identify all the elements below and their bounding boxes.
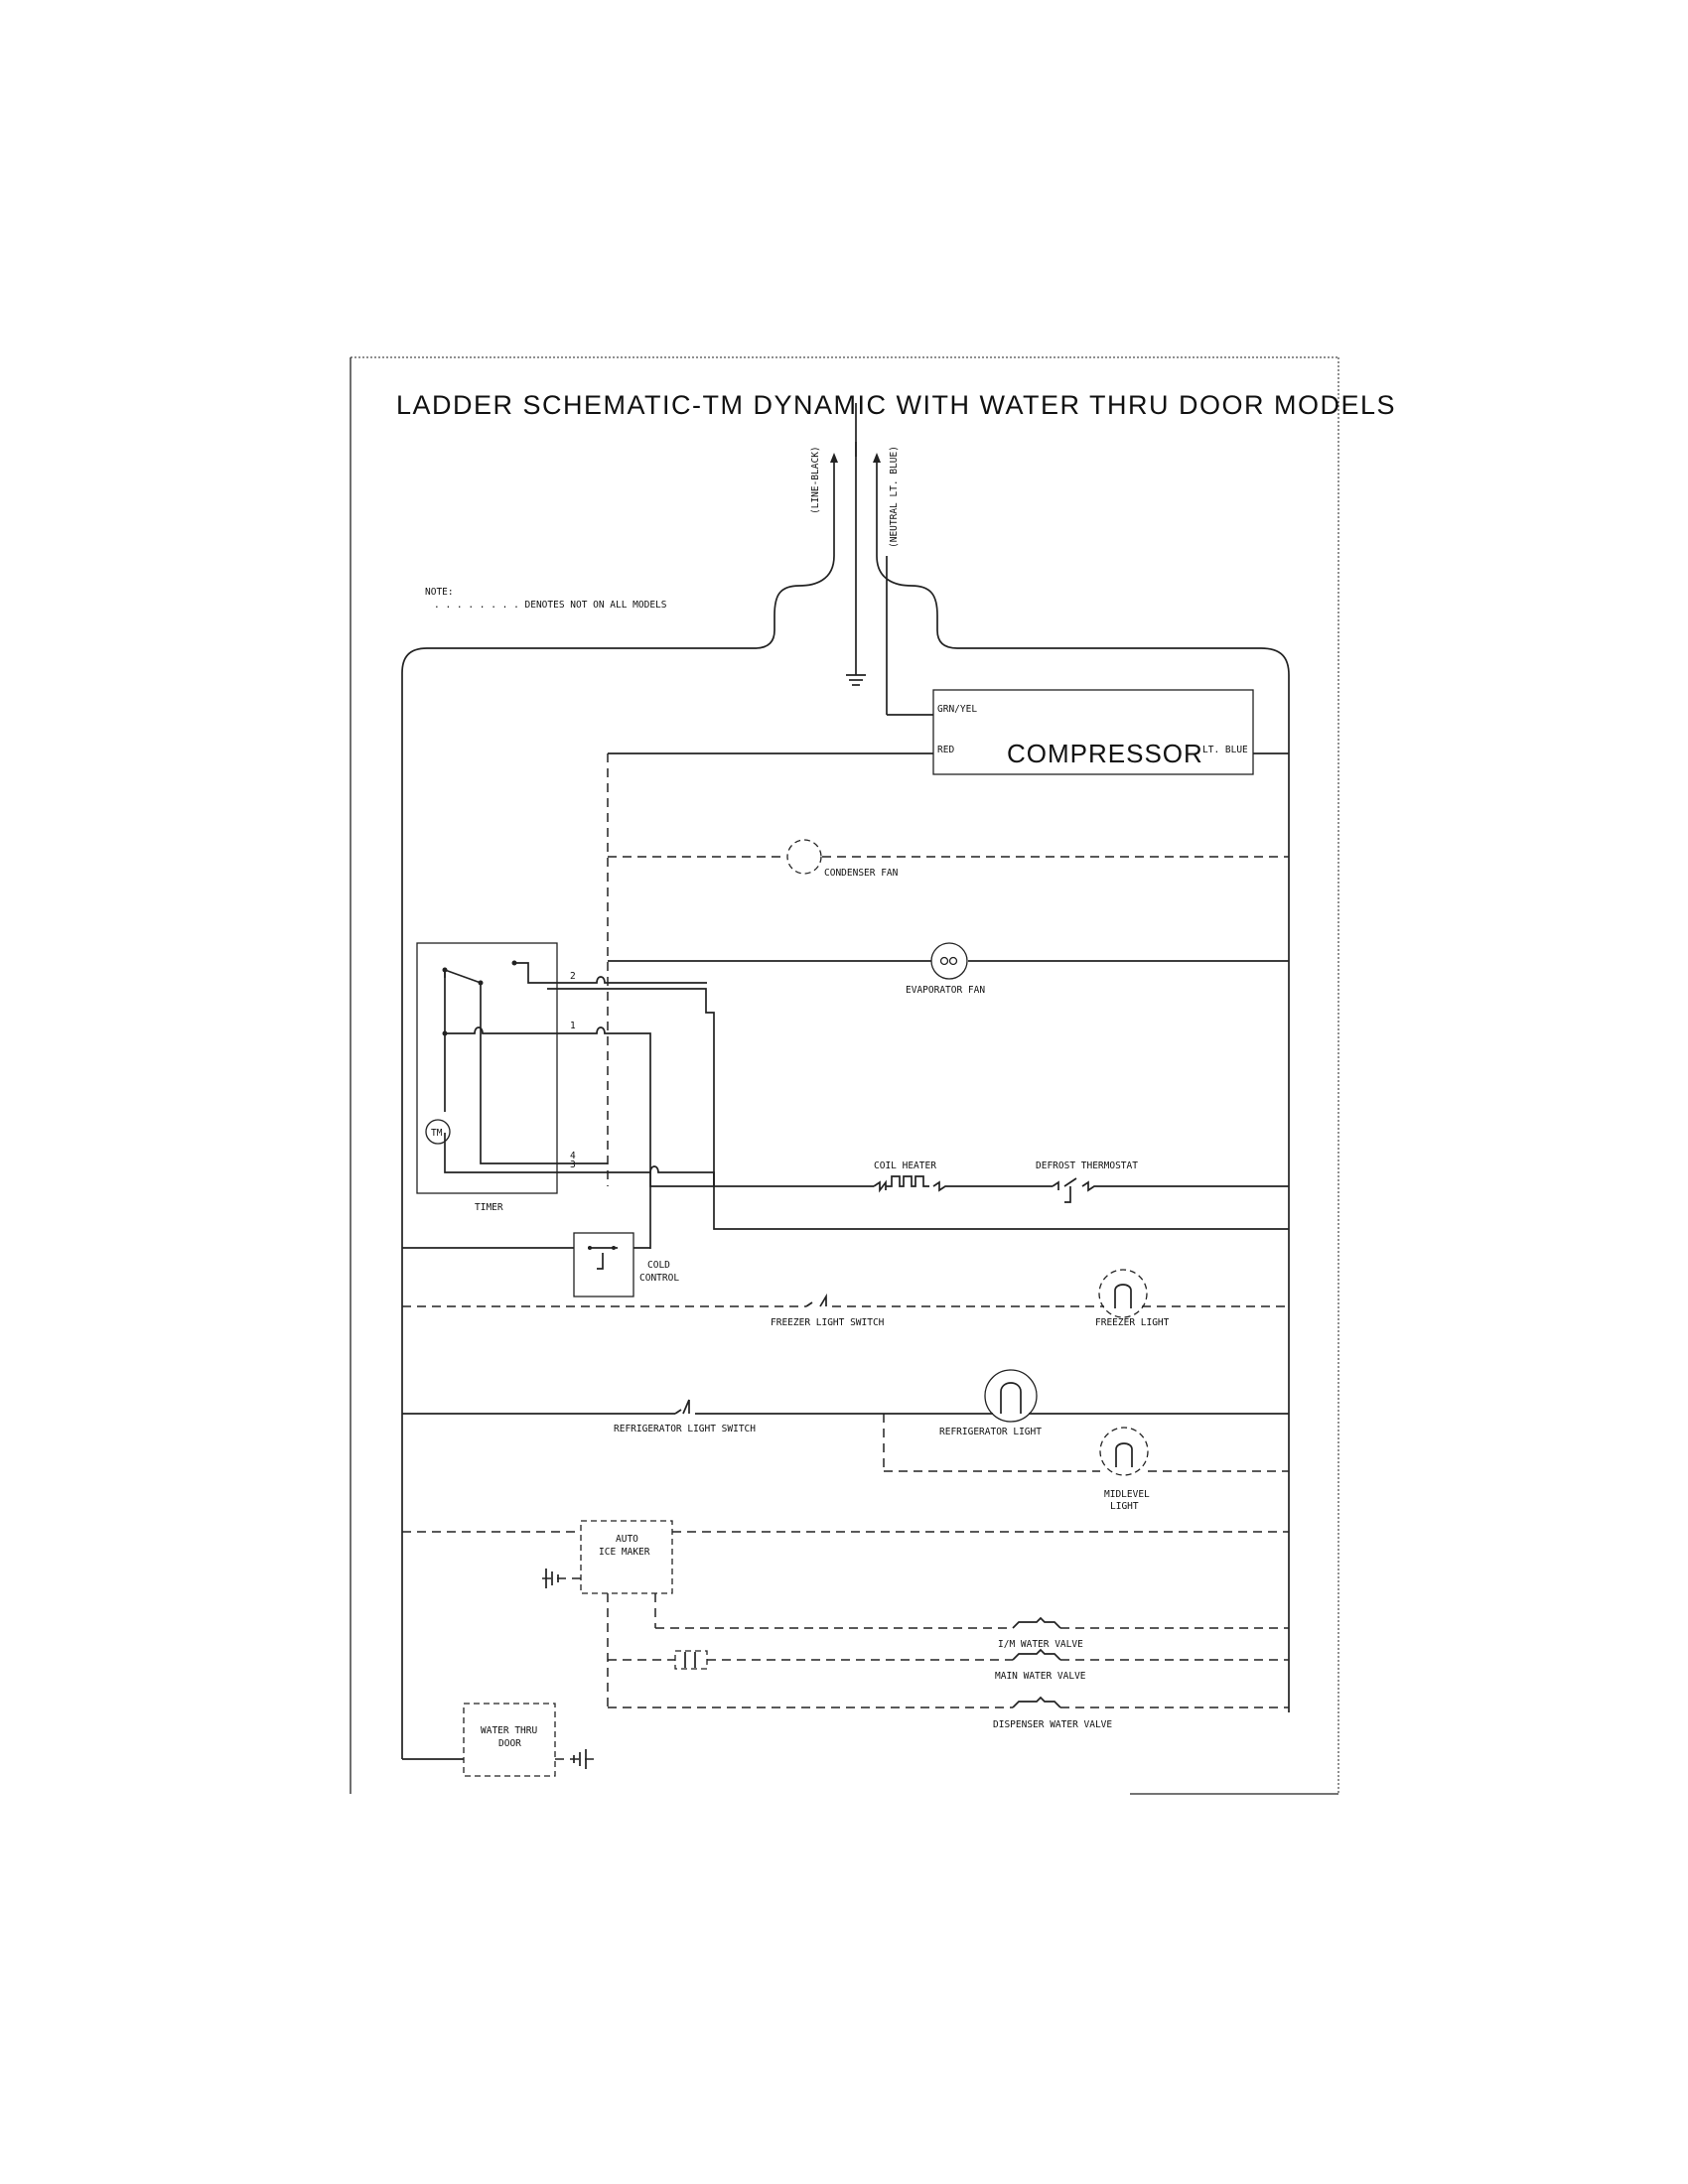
compressor: COMPRESSOR GRN/YEL RED LT. BLUE [608,689,1289,775]
evaporator-fan-icon [930,942,968,980]
neutral-label: (NEUTRAL LT. BLUE) [889,446,900,548]
main-rails [401,459,1290,1759]
note-text: . . . . . . . . DENOTES NOT ON ALL MODEL… [434,600,667,611]
defrost-thermostat-label: DEFROST THERMOSTAT [1036,1160,1138,1171]
condenser-fan-label: CONDENSER FAN [824,868,899,879]
freezer-light-rung: FREEZER LIGHT SWITCH FREEZER LIGHT [402,1269,1289,1328]
refrigerator-light-switch-label: REFRIGERATOR LIGHT SWITCH [614,1424,756,1434]
schematic-title: LADDER SCHEMATIC-TM DYNAMIC WITH WATER T… [396,390,1396,420]
ground-wire-label: GRN/YEL [937,704,977,715]
water-thru-door-box [463,1703,556,1777]
water-thru-door-label-2: DOOR [498,1738,521,1749]
water-thru-door-label-1: WATER THRU [481,1725,537,1736]
timer-motor-icon [425,1119,451,1145]
midlevel-light-icon [1099,1427,1149,1476]
condenser-fan-icon [786,839,822,875]
lt-blue-wire-label: LT. BLUE [1202,745,1248,755]
page-frame [350,356,1339,1795]
timer-terminal-4: 4 [570,1151,576,1161]
defrost-rung: COIL HEATER DEFROST THERMOSTAT [547,988,1289,1203]
compressor-label: COMPRESSOR [1007,739,1203,768]
note-heading: NOTE: [425,587,454,598]
timer-terminal-1: 1 [570,1021,576,1031]
midlevel-light-label-1: MIDLEVEL [1104,1489,1150,1500]
cold-control-label-2: CONTROL [639,1273,679,1284]
water-system: AUTO ICE MAKER I/M WATER VALVE MAIN WATE… [402,1520,1289,1777]
main-valve-connector [674,1650,708,1670]
dispenser-water-valve-label: DISPENSER WATER VALVE [993,1719,1112,1730]
freezer-light-icon [1098,1269,1148,1318]
refrigerator-light-rung: REFRIGERATOR LIGHT SWITCH REFRIGERATOR L… [402,1369,1289,1512]
freezer-light-label: FREEZER LIGHT [1095,1317,1170,1328]
refrigerator-light-icon [984,1369,1038,1423]
cold-control-label-1: COLD [647,1260,670,1271]
timer-terminal-3: 3 [570,1160,576,1170]
auto-ice-maker-label-2: ICE MAKER [599,1547,650,1558]
line-black-label: (LINE-BLACK) [810,446,821,514]
refrigerator-light-label: REFRIGERATOR LIGHT [939,1427,1042,1437]
red-wire-label: RED [937,745,954,755]
timer-label: TIMER [475,1202,503,1213]
timer: TIMER TM 2 1 4 3 [416,942,1289,1249]
coil-heater-label: COIL HEATER [874,1160,936,1171]
evaporator-fan-rung: EVAPORATOR FAN [608,942,1289,996]
auto-ice-maker-label-1: AUTO [616,1534,638,1545]
supply-leads: (LINE-BLACK) (NEUTRAL LT. BLUE) [810,403,900,556]
timer-terminal-2: 2 [570,971,576,982]
evaporator-fan-label: EVAPORATOR FAN [906,985,985,996]
auto-ice-maker-box [580,1520,673,1594]
condenser-fan-rung: CONDENSER FAN [607,753,1289,1186]
main-water-valve-label: MAIN WATER VALVE [995,1671,1086,1682]
im-water-valve-label: I/M WATER VALVE [998,1639,1083,1650]
freezer-light-switch-label: FREEZER LIGHT SWITCH [771,1317,885,1328]
timer-motor-label: TM [431,1128,443,1139]
midlevel-light-label-2: LIGHT [1110,1501,1139,1512]
cold-control: COLD CONTROL [402,1232,679,1297]
